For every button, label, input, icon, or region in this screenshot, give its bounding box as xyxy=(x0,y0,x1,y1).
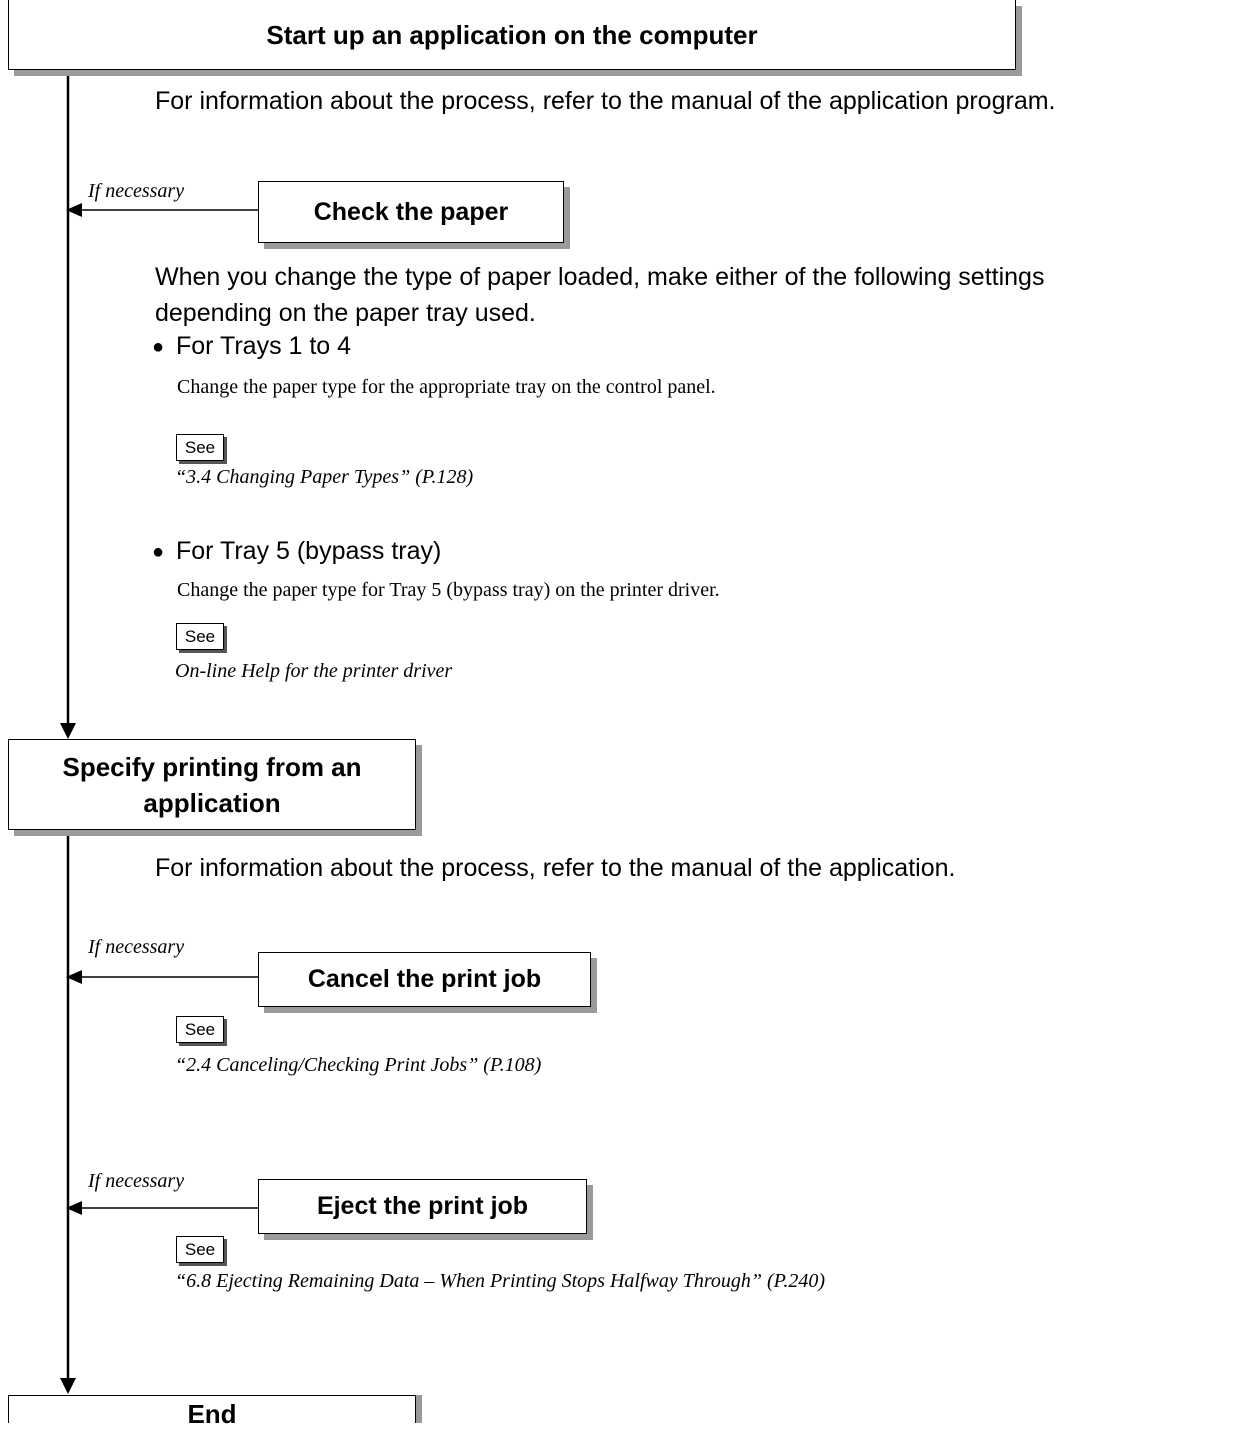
paper-note-line1: When you change the type of paper loaded… xyxy=(155,263,1045,291)
step-start-label: Start up an application on the computer xyxy=(266,19,758,50)
step-cancel-label: Cancel the print job xyxy=(307,965,542,993)
tray-item-2-heading: For Tray 5 (bypass tray) xyxy=(176,537,442,565)
bullet-icon: ● xyxy=(152,336,165,358)
see-reference-icon: See xyxy=(176,434,224,461)
tray-item-2-desc: Change the paper type for Tray 5 (bypass… xyxy=(177,579,720,601)
tray-item-1-desc: Change the paper type for the appropriat… xyxy=(177,376,716,398)
branch-label-eject: If necessary xyxy=(88,1170,185,1192)
tray-item-2-ref[interactable]: On-line Help for the printer driver xyxy=(175,660,453,682)
step-eject-label: Eject the print job xyxy=(316,1192,529,1220)
cancel-ref[interactable]: “2.4 Canceling/Checking Print Jobs” (P.1… xyxy=(175,1054,542,1076)
tray-item-1-ref[interactable]: “3.4 Changing Paper Types” (P.128) xyxy=(175,466,474,488)
start-note: For information about the process, refer… xyxy=(155,87,1056,115)
tray-item-1-heading: For Trays 1 to 4 xyxy=(176,332,352,360)
step-check-paper-label: Check the paper xyxy=(313,197,509,226)
specify-note: For information about the process, refer… xyxy=(155,854,956,882)
see-reference-icon: See xyxy=(176,1236,224,1263)
eject-ref[interactable]: “6.8 Ejecting Remaining Data – When Prin… xyxy=(175,1270,825,1292)
step-eject-box: Eject the print job xyxy=(258,1179,587,1234)
step-cancel-box: Cancel the print job xyxy=(258,952,591,1007)
branch-label-cancel: If necessary xyxy=(88,936,185,958)
paper-note-line2: depending on the paper tray used. xyxy=(155,299,536,327)
arrow-left-check-paper xyxy=(66,203,82,217)
arrow-left-eject xyxy=(66,1201,82,1215)
step-end-label: End xyxy=(187,1399,237,1429)
arrow-down-to-end xyxy=(60,1378,76,1394)
see-reference-icon: See xyxy=(176,623,224,650)
bullet-icon: ● xyxy=(152,541,165,563)
see-reference-icon: See xyxy=(176,1016,224,1043)
step-specify-box: Specify printing from an application xyxy=(8,739,416,830)
step-specify-label: Specify printing from an application xyxy=(62,751,362,818)
branch-label-check-paper: If necessary xyxy=(88,180,185,202)
step-check-paper-box: Check the paper xyxy=(258,181,564,243)
step-end-box: End xyxy=(8,1395,416,1429)
arrow-left-cancel xyxy=(66,970,82,984)
step-start-box: Start up an application on the computer xyxy=(8,0,1016,70)
arrow-down-to-specify xyxy=(60,723,76,739)
